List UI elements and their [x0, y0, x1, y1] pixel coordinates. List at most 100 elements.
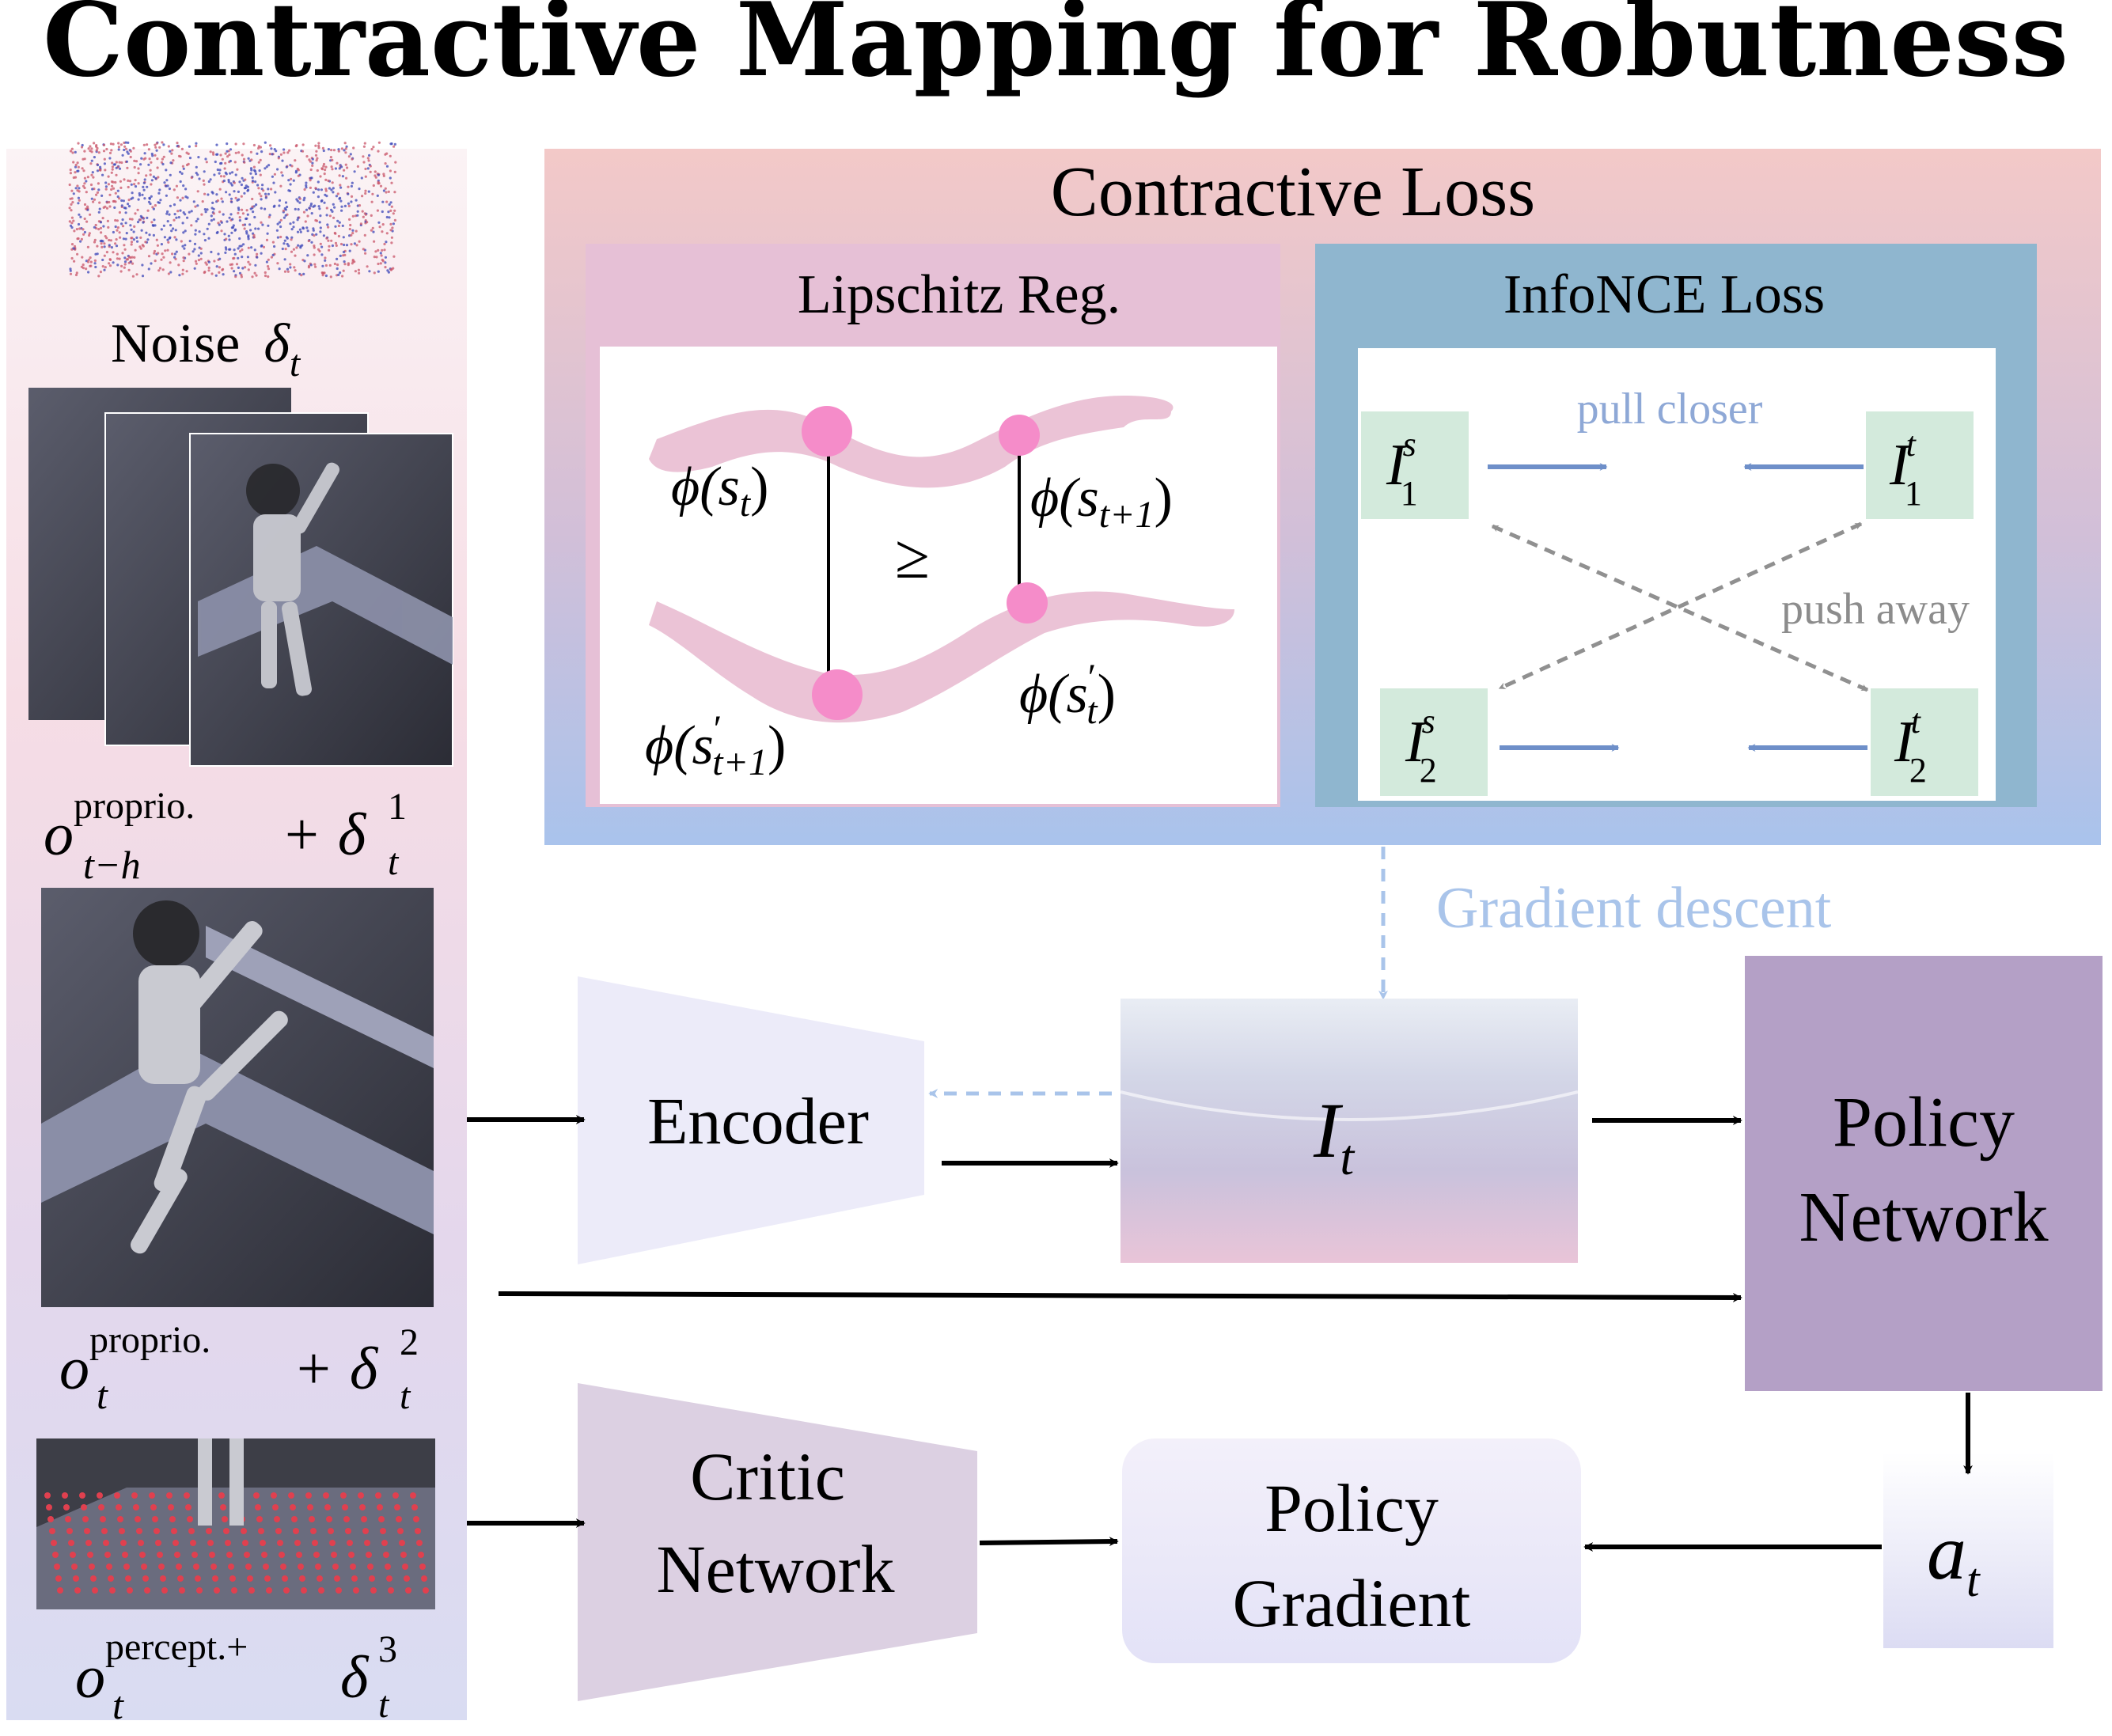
noise-point: [326, 223, 329, 226]
noise-point: [334, 241, 338, 244]
noise-point: [271, 253, 275, 256]
noise-point: [295, 246, 298, 249]
noise-point: [228, 193, 231, 196]
height-scan-point: [81, 1504, 87, 1510]
noise-point: [137, 172, 140, 175]
noise-point: [107, 175, 110, 178]
noise-point: [351, 214, 355, 218]
noise-point: [85, 207, 88, 210]
height-scan-point: [394, 1504, 400, 1510]
noise-point: [78, 213, 81, 216]
noise-point: [289, 266, 292, 269]
noise-point: [127, 203, 130, 206]
noise-point: [150, 221, 154, 224]
noise-point: [294, 269, 297, 272]
obs2-delta-sub: t: [400, 1375, 411, 1417]
noise-point: [257, 161, 260, 164]
noise-point: [86, 245, 89, 248]
noise-point: [382, 189, 385, 192]
noise-point: [307, 264, 311, 267]
noise-point: [116, 219, 119, 222]
noise-point: [121, 225, 125, 228]
noise-point: [297, 208, 300, 211]
noise-point: [338, 197, 341, 200]
height-scan-point: [280, 1564, 286, 1570]
noise-point: [70, 147, 74, 150]
noise-point: [320, 199, 323, 203]
height-scan-point: [193, 1564, 199, 1570]
height-scan-point: [136, 1528, 142, 1534]
noise-point: [298, 197, 301, 200]
noise-point: [139, 236, 142, 239]
noise-point: [335, 244, 338, 247]
noise-point: [96, 191, 99, 194]
noise-point: [234, 142, 237, 146]
noise-point: [169, 161, 173, 165]
noise-point: [294, 207, 297, 210]
noise-point: [392, 145, 396, 148]
noise-point: [89, 145, 92, 148]
noise-point: [305, 181, 308, 184]
noise-point: [113, 163, 116, 166]
noise-point: [296, 218, 299, 222]
noise-point: [200, 213, 203, 216]
noise-point: [153, 249, 157, 253]
noise-point: [127, 141, 130, 144]
noise-point: [146, 209, 150, 212]
noise-point: [215, 143, 218, 146]
noise-point: [239, 250, 242, 253]
noise-point: [253, 215, 256, 219]
noise-point: [316, 157, 319, 160]
height-scan-point: [342, 1504, 348, 1510]
noise-point: [393, 170, 396, 173]
noise-point: [363, 142, 366, 145]
noise-point: [385, 241, 388, 244]
noise-point: [167, 145, 170, 148]
noise-point: [141, 275, 145, 278]
height-scan-point: [179, 1587, 185, 1594]
noise-point: [264, 141, 267, 144]
noise-point: [156, 166, 159, 169]
noise-point: [364, 213, 367, 216]
noise-point: [256, 252, 259, 256]
noise-point: [245, 184, 248, 188]
noise-point: [111, 168, 114, 171]
noise-point: [249, 172, 252, 175]
noise-point: [179, 209, 182, 212]
noise-point: [110, 188, 113, 191]
height-scan-point: [226, 1552, 233, 1558]
noise-point: [105, 147, 108, 151]
noise-point: [350, 243, 353, 246]
noise-point: [118, 161, 121, 164]
noise-point: [70, 243, 74, 246]
noise-point: [342, 269, 345, 272]
noise-point: [80, 237, 83, 241]
noise-point: [96, 169, 100, 172]
noise-point: [168, 187, 171, 191]
noise-point: [135, 160, 138, 163]
noise-point: [157, 269, 161, 272]
noise-point: [307, 239, 310, 243]
noise-point: [215, 193, 218, 196]
noise-point: [150, 161, 153, 164]
noise-point: [212, 212, 215, 215]
policy-network-block[interactable]: [1745, 956, 2103, 1391]
noise-point: [96, 146, 99, 150]
noise-point: [343, 149, 346, 152]
noise-point: [108, 262, 111, 265]
noise-point: [260, 221, 263, 224]
noise-point: [122, 237, 125, 241]
height-scan-point: [260, 1540, 266, 1546]
noise-point: [238, 237, 241, 241]
height-scan-point: [419, 1564, 426, 1570]
noise-point: [134, 179, 137, 182]
noise-point: [392, 222, 395, 226]
label-phi-stp: ϕ(s′t): [1019, 657, 1116, 732]
noise-point: [77, 165, 80, 169]
noise-point: [342, 236, 345, 239]
height-scan-point: [332, 1564, 339, 1570]
noise-point: [230, 226, 233, 229]
stacked-proprio-frames: [28, 388, 453, 767]
noise-point: [100, 245, 104, 248]
noise-point: [185, 163, 189, 167]
